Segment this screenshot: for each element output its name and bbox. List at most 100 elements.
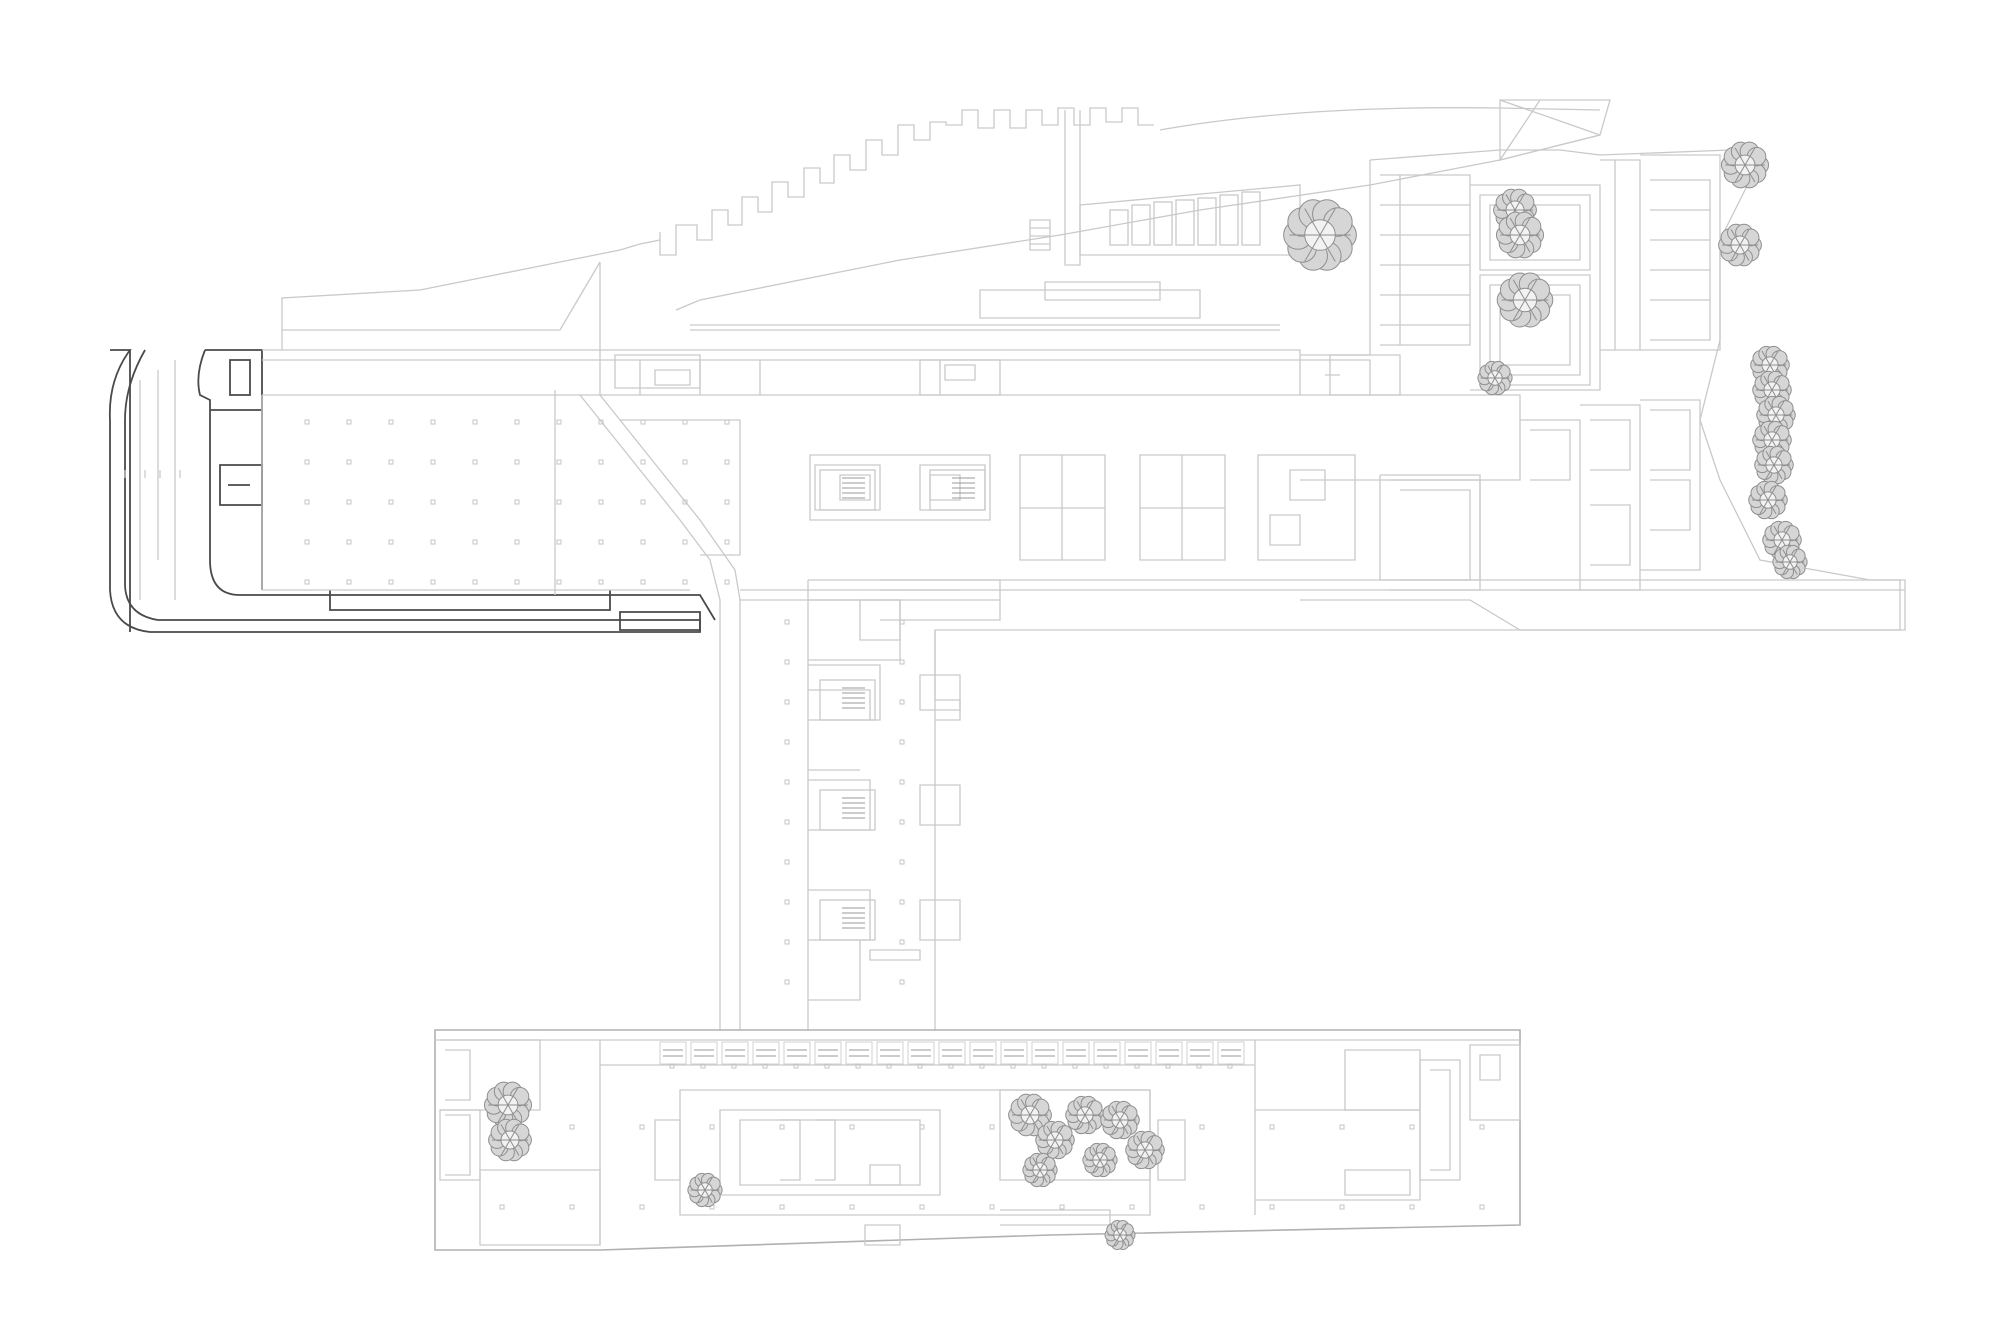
tree-branch bbox=[697, 1189, 706, 1203]
column bbox=[388, 579, 394, 585]
column bbox=[1129, 1204, 1135, 1210]
column bbox=[388, 539, 394, 545]
column bbox=[499, 1204, 505, 1210]
column bbox=[824, 1063, 830, 1069]
column bbox=[724, 499, 730, 505]
tree-branch bbox=[1099, 1147, 1108, 1161]
column bbox=[514, 499, 520, 505]
column bbox=[899, 899, 905, 905]
column bbox=[779, 1204, 785, 1210]
column bbox=[917, 1063, 923, 1069]
stair-core bbox=[819, 789, 876, 831]
tree-branch bbox=[704, 1189, 713, 1203]
bay bbox=[938, 1041, 966, 1065]
column bbox=[1199, 1124, 1205, 1130]
column bbox=[793, 1063, 799, 1069]
tree-branch bbox=[1759, 485, 1769, 501]
tree bbox=[1008, 1093, 1052, 1137]
bay bbox=[907, 1041, 935, 1065]
column bbox=[639, 1124, 645, 1130]
tree-branch bbox=[1524, 279, 1538, 301]
tree-branch bbox=[1771, 425, 1781, 441]
column bbox=[784, 619, 790, 625]
tree-branch bbox=[1519, 217, 1531, 236]
column bbox=[1199, 1204, 1205, 1210]
column bbox=[430, 579, 436, 585]
tree-branch bbox=[1136, 1149, 1146, 1165]
column bbox=[724, 539, 730, 545]
column bbox=[899, 859, 905, 865]
tree-branch bbox=[1039, 1169, 1048, 1183]
column bbox=[430, 459, 436, 465]
column bbox=[1010, 1063, 1016, 1069]
tree-branch bbox=[704, 1177, 713, 1191]
tree-branch bbox=[1113, 1223, 1121, 1236]
tree-branch bbox=[1765, 464, 1775, 480]
tree-branch bbox=[1734, 164, 1746, 183]
tree bbox=[1125, 1130, 1165, 1170]
tree bbox=[1082, 1142, 1118, 1178]
column bbox=[899, 819, 905, 825]
tree-branch bbox=[1759, 499, 1769, 515]
column bbox=[989, 1124, 995, 1130]
column bbox=[640, 579, 646, 585]
column bbox=[682, 419, 688, 425]
column bbox=[304, 579, 310, 585]
column bbox=[682, 459, 688, 465]
tree-clusters bbox=[483, 141, 1808, 1251]
bay bbox=[1186, 1041, 1214, 1065]
tree-branch bbox=[1773, 450, 1783, 466]
column bbox=[899, 779, 905, 785]
south-wing bbox=[434, 1029, 1521, 1251]
tree-branch bbox=[509, 1139, 520, 1156]
column bbox=[1479, 1204, 1485, 1210]
column bbox=[556, 539, 562, 545]
tree-branch bbox=[1789, 561, 1798, 575]
column bbox=[472, 539, 478, 545]
column bbox=[388, 459, 394, 465]
tree-branch bbox=[497, 1087, 509, 1106]
tree-branch bbox=[1304, 208, 1321, 236]
tree bbox=[488, 1118, 532, 1162]
column bbox=[430, 499, 436, 505]
tree-branch bbox=[1744, 164, 1756, 183]
column bbox=[472, 579, 478, 585]
column bbox=[346, 459, 352, 465]
column bbox=[724, 419, 730, 425]
column bbox=[598, 539, 604, 545]
tree-branch bbox=[1512, 279, 1526, 301]
column bbox=[304, 499, 310, 505]
tree-branch bbox=[1119, 1223, 1127, 1236]
column bbox=[784, 979, 790, 985]
tree-branch bbox=[500, 1124, 511, 1141]
column bbox=[855, 1063, 861, 1069]
tree-branch bbox=[1113, 1234, 1121, 1247]
column bbox=[1409, 1204, 1415, 1210]
column bbox=[1339, 1124, 1345, 1130]
column bbox=[899, 979, 905, 985]
column bbox=[569, 1124, 575, 1130]
bay bbox=[1031, 1041, 1059, 1065]
column bbox=[899, 659, 905, 665]
column bbox=[598, 419, 604, 425]
column bbox=[514, 459, 520, 465]
stair-core bbox=[819, 469, 876, 511]
column bbox=[784, 699, 790, 705]
tree-branch bbox=[1084, 1100, 1094, 1116]
tree-branch bbox=[1739, 244, 1750, 261]
column bbox=[849, 1204, 855, 1210]
column bbox=[388, 499, 394, 505]
tree-branch bbox=[1763, 425, 1773, 441]
tree-branch bbox=[1761, 350, 1771, 366]
tree-branch bbox=[1487, 365, 1496, 379]
tree-branch bbox=[1781, 525, 1791, 541]
column bbox=[430, 539, 436, 545]
column bbox=[346, 499, 352, 505]
bay bbox=[876, 1041, 904, 1065]
stair-core bbox=[929, 469, 986, 511]
tree-branch bbox=[1739, 229, 1750, 246]
column bbox=[731, 1063, 737, 1069]
tree-branch bbox=[1767, 499, 1777, 515]
main-hall bbox=[261, 349, 1401, 1030]
tree-branch bbox=[1054, 1125, 1064, 1141]
